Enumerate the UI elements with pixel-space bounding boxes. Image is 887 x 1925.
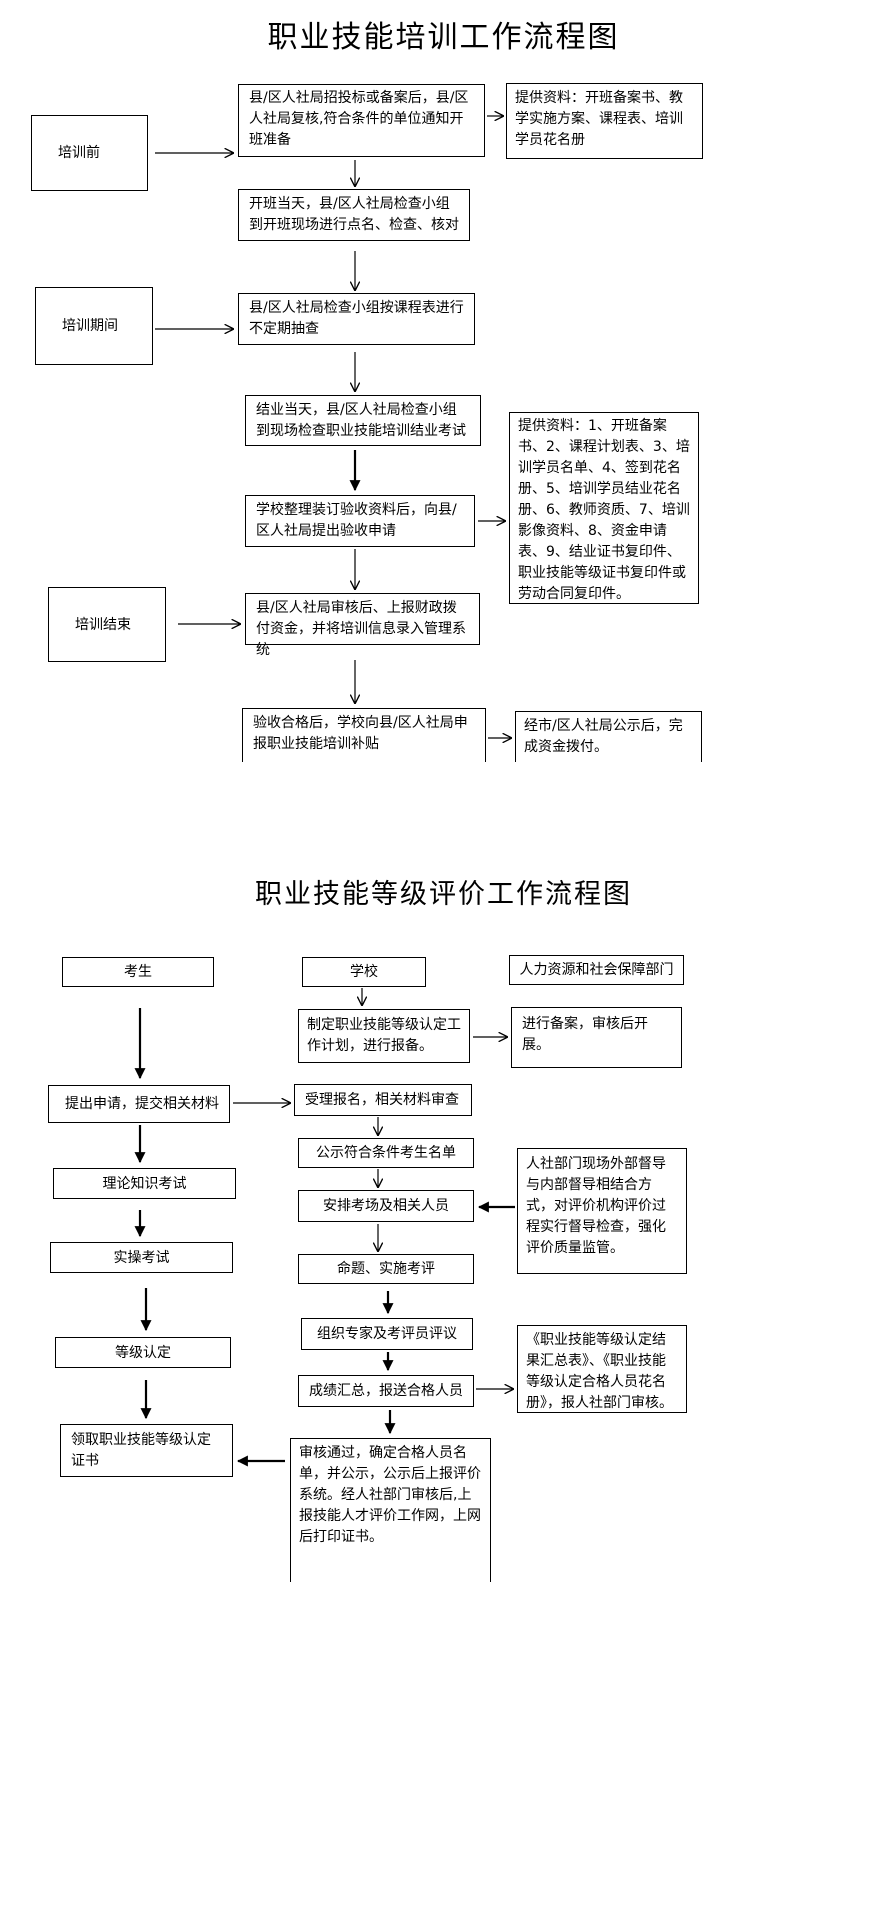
candidate-step-receive-certificate: 领取职业技能等级认定证书 [60, 1424, 233, 1477]
flowchart-title-evaluation: 职业技能等级评价工作流程图 [255, 879, 632, 910]
school-step-score-summary: 成绩汇总，报送合格人员 [298, 1375, 474, 1407]
candidate-step-theory-exam: 理论知识考试 [53, 1168, 236, 1199]
school-step-assessment: 命题、实施考评 [298, 1254, 474, 1284]
note-opening-materials: 提供资料：开班备案书、教学实施方案、课程表、培训学员花名册 [506, 83, 703, 159]
candidate-step-apply: 提出申请，提交相关材料 [48, 1085, 230, 1123]
flowchart-title-training: 职业技能培训工作流程图 [267, 20, 620, 55]
header-school: 学校 [302, 957, 426, 987]
school-step-final-approval: 审核通过，确定合格人员名单，并公示，公示后上报评价系统。经人社部门审核后,上报技… [290, 1438, 491, 1582]
step-tender-recheck: 县/区人社局招投标或备案后，县/区人社局复核,符合条件的单位通知开班准备 [238, 84, 485, 157]
hr-step-supervision: 人社部门现场外部督导与内部督导相结合方式，对评价机构评价过程实行督导检查，强化评… [517, 1148, 687, 1274]
stage-during-training: 培训期间 [35, 287, 153, 365]
step-graduation-exam-check: 结业当天，县/区人社局检查小组到现场检查职业技能培训结业考试 [245, 395, 481, 446]
candidate-step-practical-exam: 实操考试 [50, 1242, 233, 1273]
hr-step-result-summary: 《职业技能等级认定结果汇总表》、《职业技能等级认定合格人员花名册》，报人社部门审… [517, 1325, 687, 1413]
candidate-step-level-recognition: 等级认定 [55, 1337, 231, 1368]
stage-before-training: 培训前 [31, 115, 148, 191]
school-step-arrange-venue: 安排考场及相关人员 [298, 1190, 474, 1222]
school-step-registration: 受理报名，相关材料审查 [294, 1084, 472, 1116]
header-hr-department: 人力资源和社会保障部门 [509, 955, 684, 985]
hr-step-filing: 进行备案，审核后开展。 [511, 1007, 682, 1068]
school-step-expert-review: 组织专家及考评员评议 [301, 1318, 473, 1350]
school-step-plan: 制定职业技能等级认定工作计划，进行报备。 [298, 1009, 470, 1063]
stage-end-training: 培训结束 [48, 587, 166, 662]
school-step-publicize-list: 公示符合条件考生名单 [298, 1138, 474, 1168]
note-fund-disbursed: 经市/区人社局公示后，完成资金拨付。 [515, 711, 702, 762]
step-subsidy-application: 验收合格后，学校向县/区人社局申报职业技能培训补贴 [242, 708, 486, 762]
step-fund-allocation: 县/区人社局审核后、上报财政拨付资金，并将培训信息录入管理系统 [245, 593, 480, 658]
note-acceptance-materials: 提供资料：1、开班备案书、2、课程计划表、3、培训学员名单、4、签到花名册、5、… [509, 412, 699, 604]
step-random-inspection: 县/区人社局检查小组按课程表进行不定期抽查 [238, 293, 475, 345]
step-opening-day-check: 开班当天，县/区人社局检查小组到开班现场进行点名、检查、核对 [238, 189, 470, 241]
step-acceptance-application: 学校整理装订验收资料后，向县/区人社局提出验收申请 [245, 495, 475, 547]
header-candidate: 考生 [62, 957, 214, 987]
